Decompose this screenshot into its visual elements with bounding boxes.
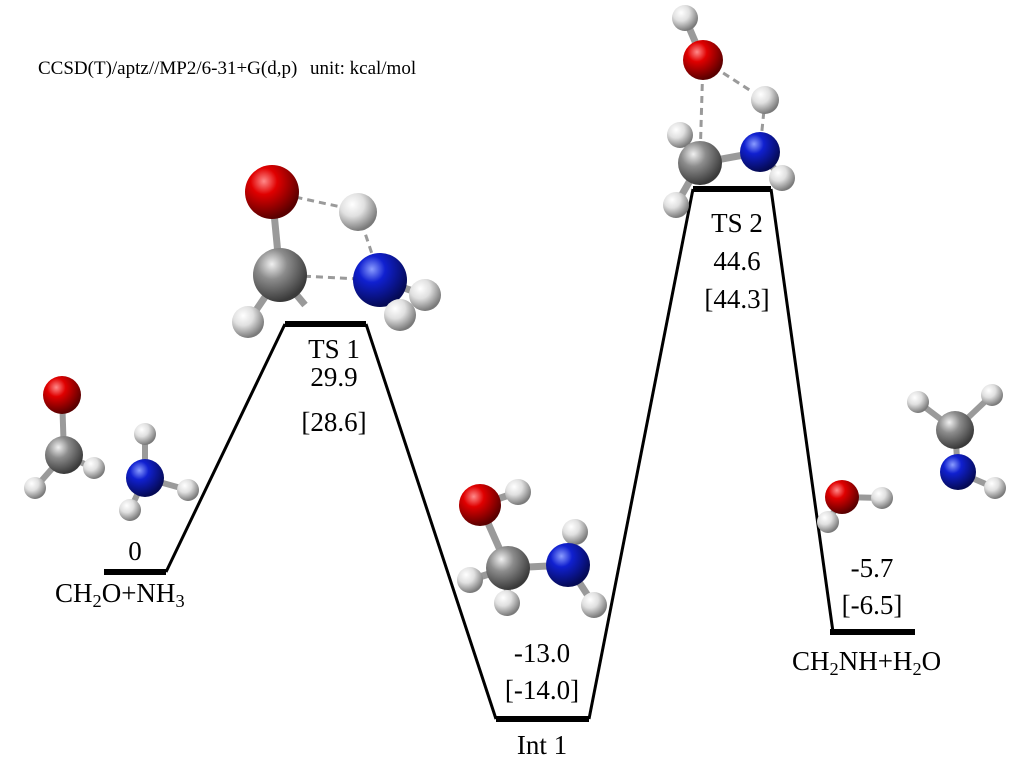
method-text: CCSD(T)/aptz//MP2/6-31+G(d,p) <box>38 58 298 79</box>
unit-text: unit: kcal/mol <box>310 58 417 79</box>
molecule-reactant-icon <box>24 376 199 521</box>
ts1-alt-energy: [28.6] <box>301 407 367 437</box>
product-energy: -5.7 <box>850 553 894 583</box>
connector-ts1-int1 <box>364 323 498 720</box>
ts1-energy: 29.9 <box>310 362 358 392</box>
int1-alt-energy: [-14.0] <box>504 675 580 705</box>
ts2-name: TS 2 <box>711 208 763 238</box>
reactant-name: CH2O+NH3 <box>55 578 185 612</box>
ts2-alt-energy: [44.3] <box>704 284 770 314</box>
product-alt-energy: [-6.5] <box>841 590 903 620</box>
energy-path <box>164 188 835 720</box>
energy-levels <box>104 186 915 722</box>
ts1-name: TS 1 <box>308 334 360 364</box>
product-name: CH2NH+H2O <box>792 646 942 680</box>
reactant-energy: 0 <box>128 536 142 566</box>
connector-int1-ts2 <box>587 188 695 720</box>
molecule-ts1-icon <box>232 165 441 338</box>
int1-name: Int 1 <box>516 730 568 760</box>
connector-ts2-product <box>769 188 835 633</box>
molecule-product-icon <box>817 384 1006 533</box>
int1-energy: -13.0 <box>513 638 571 668</box>
molecule-int1-icon <box>457 479 607 618</box>
connector-reactant-ts1 <box>164 323 287 573</box>
molecule-ts2-icon <box>663 5 795 218</box>
ts2-energy: 44.6 <box>713 246 761 276</box>
method-header: CCSD(T)/aptz//MP2/6-31+G(d,p) unit: kcal… <box>38 58 424 80</box>
